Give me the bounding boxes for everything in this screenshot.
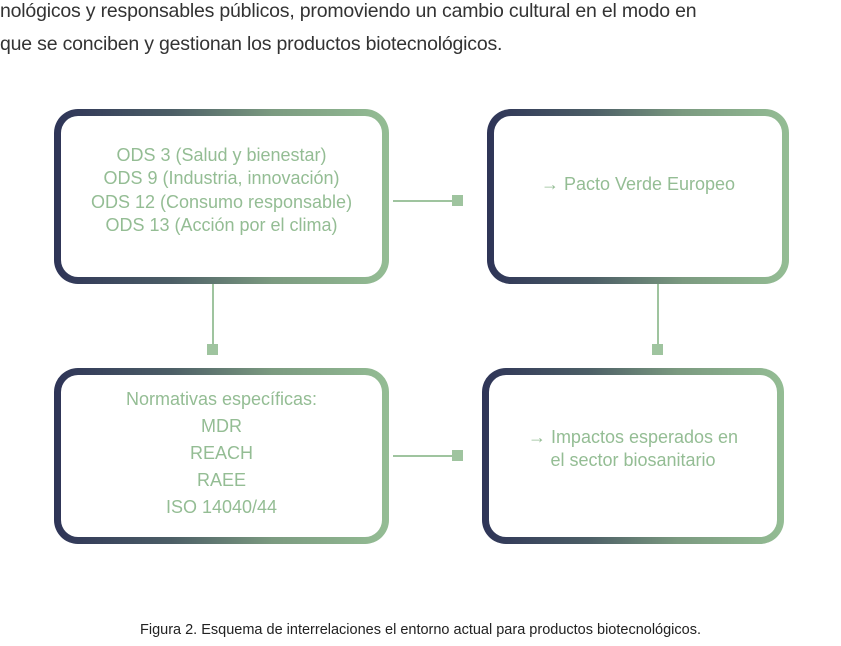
node-text-line: ODS 9 (Industria, innovación): [103, 168, 340, 188]
node-text-line: → Pacto Verde Europeo: [540, 173, 736, 194]
node-pacto-verde: → Pacto Verde Europeo: [487, 109, 789, 284]
node-normativas: Normativas específicas: MDR REACH RAEE I…: [54, 368, 389, 544]
intro-line: nológicos y responsables públicos, promo…: [0, 0, 697, 22]
node-impactos: → Impactos esperados en el sector biosan…: [482, 368, 784, 544]
node-normativas-content: Normativas específicas: MDR REACH RAEE I…: [61, 375, 382, 537]
node-text-line: REACH: [189, 442, 253, 463]
connector-ods-normativas: [212, 284, 214, 345]
connector-endpoint-square: [207, 344, 218, 355]
node-text-line: RAEE: [196, 469, 247, 490]
intro-paragraph: nológicos y responsables públicos, promo…: [0, 0, 841, 61]
connector-endpoint-square: [652, 344, 663, 355]
node-pacto-verde-content: → Pacto Verde Europeo: [494, 116, 782, 277]
figure-caption: Figura 2. Esquema de interrelaciones el …: [139, 622, 701, 638]
intro-line: que se conciben y gestionan los producto…: [0, 33, 503, 55]
node-impactos-content: → Impactos esperados en el sector biosan…: [489, 375, 777, 537]
connector-pacto-impactos: [657, 284, 659, 345]
node-ods: ODS 3 (Salud y bienestar) ODS 9 (Industr…: [54, 109, 389, 284]
connector-endpoint-square: [452, 450, 463, 461]
node-text-line: ODS 13 (Acción por el clima): [105, 215, 338, 235]
node-text-line: → Impactos esperados en: [527, 426, 739, 447]
connector-ods-pacto: [393, 200, 453, 202]
node-text-line: ISO 14040/44: [165, 496, 278, 517]
node-text-line: el sector biosanitario: [550, 450, 716, 470]
connector-normativas-impactos: [393, 455, 453, 457]
node-text-line: Normativas específicas:: [125, 388, 318, 409]
node-text-line: MDR: [201, 415, 242, 436]
node-text-line: ODS 3 (Salud y bienestar): [116, 144, 327, 165]
node-text-line: ODS 12 (Consumo responsable): [90, 191, 353, 212]
node-ods-content: ODS 3 (Salud y bienestar) ODS 9 (Industr…: [61, 116, 382, 277]
connector-endpoint-square: [452, 195, 463, 206]
